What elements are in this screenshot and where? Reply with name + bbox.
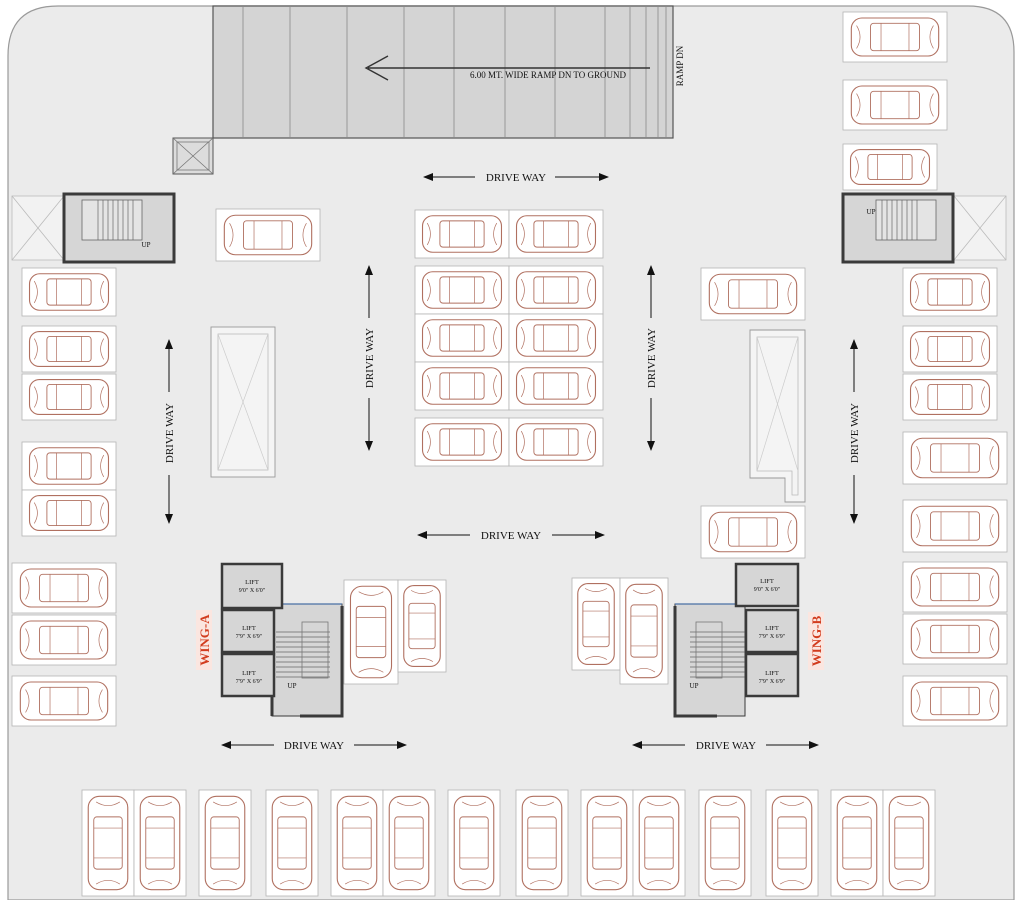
driveway-center-left-label: DRIVE WAY — [364, 328, 376, 388]
driveway-middle: DRIVE WAY — [417, 530, 605, 542]
parking-bay — [508, 313, 604, 363]
ramp-side-label: RAMP DN — [675, 45, 685, 86]
parking-bay — [21, 325, 117, 373]
driveway-right-label: DRIVE WAY — [849, 403, 861, 463]
parking-bay — [902, 561, 1008, 613]
parking-bay — [902, 373, 998, 421]
parking-bay — [508, 265, 604, 315]
parking-bay — [632, 789, 686, 897]
parking-bay — [414, 313, 510, 363]
void-right — [749, 329, 806, 503]
wing-a-lift-3-label: LIFT — [242, 670, 256, 677]
parking-bay — [215, 208, 321, 262]
parking-bay — [515, 789, 569, 897]
wing-b-lift-3-size: 7'9" X 6'9" — [759, 679, 786, 685]
parking-bay — [698, 789, 752, 897]
parking-bay — [580, 789, 634, 897]
driveway-center-right: DRIVE WAY — [646, 265, 658, 451]
stair-right-up: UP — [867, 208, 876, 216]
void-left — [210, 326, 276, 478]
wing-a-lift-1-size: 9'0" X 6'0" — [239, 588, 266, 594]
parking-bay — [81, 789, 135, 897]
parking-bay — [414, 209, 510, 259]
core-wing-b: UP LIFT 9'0" X 6'0" LIFT 7'9" X 6'9" LIF… — [673, 562, 824, 718]
parking-bay — [902, 267, 998, 317]
parking-bay — [902, 499, 1008, 553]
ramp: 6.00 MT. WIDE RAMP DN TO GROUND RAMP DN — [172, 5, 685, 175]
parking-bay — [842, 11, 948, 63]
parking-bay — [198, 789, 252, 897]
wing-b-lift-2-label: LIFT — [765, 625, 779, 632]
wing-b-lift-1-size: 9'0" X 6'0" — [754, 587, 781, 593]
driveway-middle-label: DRIVE WAY — [481, 530, 541, 542]
driveway-bottom-left-label: DRIVE WAY — [284, 740, 344, 752]
wing-a-stair-up: UP — [288, 682, 297, 690]
wing-b-lift-2-size: 7'9" X 6'9" — [759, 634, 786, 640]
wing-a-lift-2-size: 7'9" X 6'9" — [236, 634, 263, 640]
parking-bay — [11, 675, 117, 727]
parking-bay — [133, 789, 187, 897]
parking-bay — [382, 789, 436, 897]
parking-bay — [508, 417, 604, 467]
parking-bay — [11, 562, 117, 614]
driveway-left: DRIVE WAY — [164, 339, 176, 524]
parking-bay — [571, 577, 621, 671]
parking-bay — [414, 265, 510, 315]
parking-bay — [902, 675, 1008, 727]
parking-bay — [765, 789, 819, 897]
ramp-label: 6.00 MT. WIDE RAMP DN TO GROUND — [470, 70, 627, 80]
parking-bays — [11, 11, 1008, 897]
parking-bay — [508, 209, 604, 259]
parking-bay — [21, 267, 117, 317]
parking-bay — [265, 789, 319, 897]
parking-bay — [397, 579, 447, 673]
parking-bay — [447, 789, 501, 897]
stair-left-up: UP — [142, 241, 151, 249]
parking-bay — [11, 614, 117, 666]
parking-bay — [330, 789, 384, 897]
wing-a-lift-3-size: 7'9" X 6'9" — [236, 679, 263, 685]
wing-b-label: WING-B — [809, 615, 824, 666]
driveway-center-right-label: DRIVE WAY — [646, 328, 658, 388]
wing-a-label: WING-A — [197, 614, 212, 666]
parking-bay — [414, 417, 510, 467]
parking-bay — [902, 431, 1008, 485]
wing-a-lift-1-label: LIFT — [245, 579, 259, 586]
parking-bay — [619, 577, 669, 685]
parking-bay — [842, 143, 938, 191]
parking-bay — [902, 613, 1008, 665]
parking-bay — [842, 79, 948, 131]
driveway-center-left: DRIVE WAY — [364, 265, 376, 451]
wing-b-lift-1-label: LIFT — [760, 578, 774, 585]
wing-b-stair-up: UP — [690, 682, 699, 690]
wing-a-lift-2-label: LIFT — [242, 625, 256, 632]
parking-bay — [508, 361, 604, 411]
driveway-top-label: DRIVE WAY — [486, 172, 546, 184]
driveway-bottom-right: DRIVE WAY — [632, 740, 819, 752]
parking-bay — [21, 489, 117, 537]
parking-bay — [882, 789, 936, 897]
driveway-bottom-left: DRIVE WAY — [221, 740, 407, 752]
parking-bay — [902, 325, 998, 373]
driveway-bottom-right-label: DRIVE WAY — [696, 740, 756, 752]
ramp-direction-arrow — [364, 55, 650, 81]
parking-bay — [700, 267, 806, 321]
driveway-left-label: DRIVE WAY — [164, 403, 176, 463]
stair-left: UP — [11, 192, 176, 264]
parking-bay — [700, 505, 806, 559]
wing-b-lift-3-label: LIFT — [765, 670, 779, 677]
driveway-top: DRIVE WAY — [423, 172, 609, 184]
parking-bay — [343, 579, 399, 685]
parking-bay — [21, 441, 117, 491]
parking-bay — [21, 373, 117, 421]
parking-bay — [414, 361, 510, 411]
stair-right: UP — [841, 192, 1007, 264]
core-wing-a: UP LIFT 9'0" X 6'0" LIFT 7'9" X 6'9" LIF… — [196, 562, 344, 718]
driveway-right: DRIVE WAY — [849, 339, 861, 524]
parking-bay — [830, 789, 884, 897]
